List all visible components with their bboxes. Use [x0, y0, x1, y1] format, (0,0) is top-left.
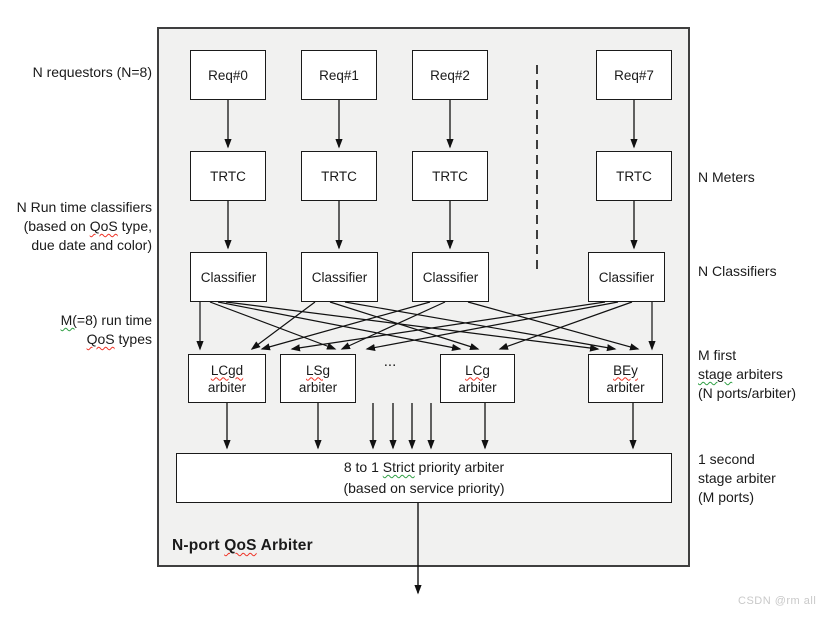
trtc-label: TRTC [616, 168, 652, 184]
arbiter-role: arbiter [606, 379, 645, 395]
label-line: N Run time classifiers [16, 199, 152, 215]
label-line: stage arbiters [698, 366, 783, 382]
trtc-label: TRTC [432, 168, 468, 184]
classifier-label: Classifier [311, 269, 368, 285]
trtc-label: TRTC [210, 168, 246, 184]
arbiter-name: LSg [305, 362, 331, 378]
arbiter-name: LCgd [210, 362, 244, 378]
label-first-stage-arbiters: M first stage arbiters (N ports/arbiter) [698, 346, 830, 403]
label-second-stage-arbiter: 1 second stage arbiter (M ports) [698, 450, 830, 507]
req-label: Req#1 [319, 67, 359, 83]
label-runtime-classifiers: N Run time classifiers (based on QoS typ… [0, 198, 152, 255]
arbiter-box-bey: BEy arbiter [588, 354, 663, 403]
label-n-requestors: N requestors (N=8) [0, 63, 152, 82]
watermark-text: CSDN @rm all [738, 595, 817, 607]
classifier-label: Classifier [200, 269, 257, 285]
arbiter-box-lcg: LCg arbiter [440, 354, 515, 403]
req-box-7: Req#7 [596, 50, 672, 100]
classifier-box-1: Classifier [301, 252, 378, 302]
arbiter-box-lsg: LSg arbiter [280, 354, 356, 403]
req-label: Req#0 [208, 67, 248, 83]
arbiter-role: arbiter [207, 379, 247, 395]
trtc-label: TRTC [321, 168, 357, 184]
req-box-1: Req#1 [301, 50, 377, 100]
req-box-2: Req#2 [412, 50, 488, 100]
strict-arbiter-line1: 8 to 1 Strict priority arbiter [343, 459, 505, 475]
arbiter-role: arbiter [458, 379, 497, 395]
label-line: M(=8) run time [60, 312, 152, 328]
label-line: 1 second [698, 451, 755, 467]
label-line: M first [698, 347, 737, 363]
trtc-box-1: TRTC [301, 151, 377, 201]
arbiter-name: BEy [613, 362, 638, 378]
label-line: due date and color) [31, 237, 152, 253]
strict-arbiter-line2: (based on service priority) [343, 480, 505, 496]
label-line: (M ports) [698, 489, 754, 505]
classifier-box-7: Classifier [588, 252, 665, 302]
req-label: Req#7 [614, 67, 654, 83]
label-line: N Classifiers [698, 263, 777, 279]
req-label: Req#2 [430, 67, 470, 83]
label-line: N requestors (N=8) [32, 64, 152, 80]
classifier-label: Classifier [598, 269, 655, 285]
trtc-box-0: TRTC [190, 151, 266, 201]
strict-priority-arbiter-box: 8 to 1 Strict priority arbiter (based on… [176, 453, 672, 503]
label-line: (N ports/arbiter) [698, 385, 797, 401]
label-n-classifiers: N Classifiers [698, 262, 830, 281]
label-line: QoS types [86, 331, 152, 347]
classifier-box-2: Classifier [412, 252, 489, 302]
label-line: (based on QoS type, [23, 218, 152, 234]
hidden-arbiters-ellipsis: ... [383, 353, 397, 370]
label-n-meters: N Meters [698, 168, 830, 187]
trtc-box-2: TRTC [412, 151, 488, 201]
arbiter-name: LCg [465, 362, 490, 378]
req-box-0: Req#0 [190, 50, 266, 100]
label-line: stage arbiter [698, 470, 776, 486]
panel-title: N-port QoS Arbiter [172, 537, 313, 554]
trtc-box-7: TRTC [596, 151, 672, 201]
classifier-label: Classifier [422, 269, 479, 285]
arbiter-role: arbiter [298, 379, 338, 395]
arbiter-box-lcgd: LCgd arbiter [188, 354, 266, 403]
classifier-box-0: Classifier [190, 252, 267, 302]
label-qos-types: M(=8) run time QoS types [0, 311, 152, 349]
label-line: N Meters [698, 169, 755, 185]
